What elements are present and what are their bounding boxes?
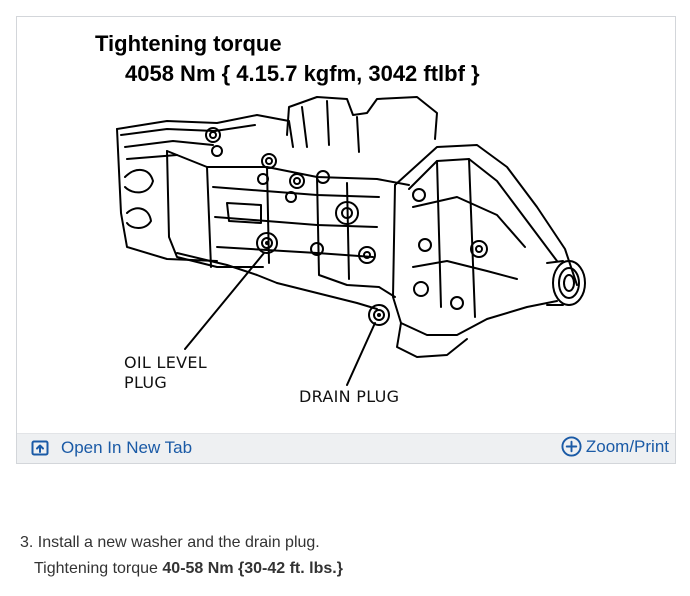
transmission-drawing: [116, 96, 586, 386]
open-in-new-tab-label: Open In New Tab: [61, 438, 193, 457]
transmission-diagram[interactable]: Tightening torque 4058 Nm { 4.15.7 kgfm,…: [17, 17, 675, 433]
open-in-new-tab-icon: [31, 440, 49, 456]
instruction-step: 3. Install a new washer and the drain pl…: [20, 534, 320, 551]
drain-plug-label: DRAIN PLUG: [299, 387, 400, 406]
open-in-new-tab-link[interactable]: Open In New Tab: [31, 438, 192, 458]
plus-circle-icon: [561, 436, 582, 457]
instruction-torque-prefix: Tightening torque: [34, 560, 158, 577]
oil-level-label-line2: PLUG: [124, 373, 168, 392]
instruction-torque: Tightening torque 40-58 Nm {30-42 ft. lb…: [34, 558, 343, 580]
zoom-print-label: Zoom/Print: [585, 436, 669, 456]
figure-toolbar: Open In New Tab Zoom/Print: [17, 433, 675, 463]
oil-level-plug-label: OIL LEVEL PLUG: [124, 353, 207, 393]
instruction-torque-value: 40-58 Nm {30-42 ft. lbs.}: [162, 560, 343, 577]
figure-card: Tightening torque 4058 Nm { 4.15.7 kgfm,…: [16, 16, 676, 464]
torque-value: 4058 Nm { 4.15.7 kgfm, 3042 ftlbf }: [125, 61, 480, 86]
zoom-print-link[interactable]: Zoom/Print: [561, 436, 669, 457]
torque-heading: Tightening torque: [95, 31, 282, 56]
oil-level-label-line1: OIL LEVEL: [124, 353, 208, 372]
